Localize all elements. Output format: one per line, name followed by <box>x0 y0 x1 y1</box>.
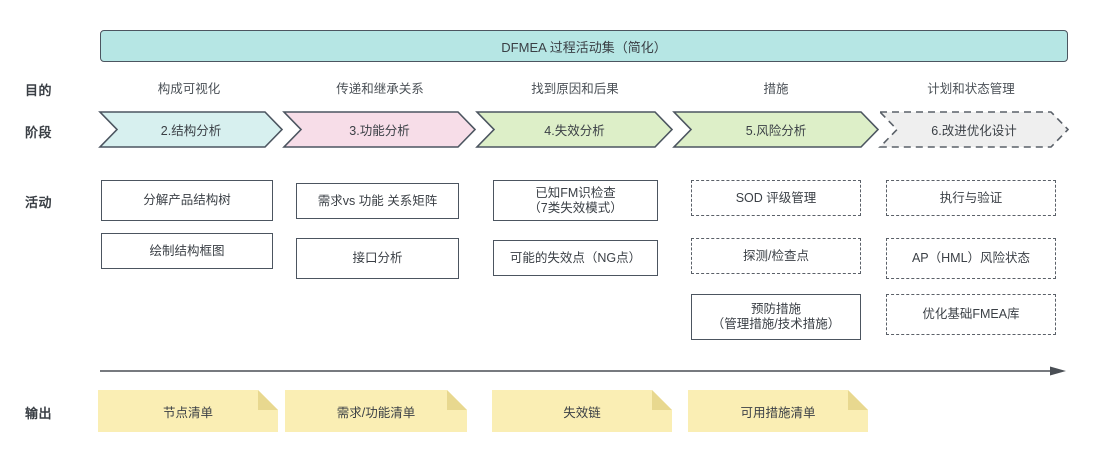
purpose-label-1: 构成可视化 <box>157 82 221 96</box>
activity-box-4-1[interactable]: SOD 评级管理 <box>691 180 861 216</box>
activity-box-label: 可能的失效点（NG点） <box>509 250 642 265</box>
output-note-fold-corner <box>447 390 467 410</box>
activity-box-1-2[interactable]: 绘制结构框图 <box>101 233 273 269</box>
output-note-label: 需求/功能清单 <box>336 405 416 420</box>
activity-box-label: 需求vs 功能 关系矩阵 <box>317 193 438 208</box>
stage-chevron-5[interactable]: 6.改进优化设计 <box>878 111 1070 148</box>
activity-box-3-2[interactable]: 可能的失效点（NG点） <box>493 240 658 276</box>
stage-chevron-shape-3: 4.失效分析 <box>475 111 674 148</box>
activity-box-1-1[interactable]: 分解产品结构树 <box>101 180 273 221</box>
stage-chevron-4[interactable]: 5.风险分析 <box>672 111 880 148</box>
purpose-label-3: 找到原因和后果 <box>531 82 619 96</box>
output-note-label: 节点清单 <box>162 405 213 420</box>
stage-chevron-2[interactable]: 3.功能分析 <box>282 111 477 148</box>
diagram-title-banner: DFMEA 过程活动集（简化） <box>100 30 1068 62</box>
stage-label-2: 3.功能分析 <box>349 124 410 138</box>
stage-chevron-shape-4: 5.风险分析 <box>672 111 880 148</box>
output-note-label: 失效链 <box>563 405 601 420</box>
output-note-fold-corner <box>652 390 672 410</box>
activity-box-label: 接口分析 <box>352 251 403 265</box>
activity-box-label: SOD 评级管理 <box>735 190 817 205</box>
stage-label-4: 5.风险分析 <box>745 124 807 138</box>
output-note-body <box>492 390 672 432</box>
purpose-label-2: 传递和继承关系 <box>336 82 424 96</box>
timeline-arrow <box>100 365 1068 379</box>
activity-box-label: 绘制结构框图 <box>149 243 225 258</box>
activity-box-5-1[interactable]: 执行与验证 <box>886 180 1056 216</box>
activity-box-3-1[interactable]: 已知FM识检查（7类失效模式） <box>493 180 658 221</box>
activity-box-2-2[interactable]: 接口分析 <box>296 238 459 279</box>
output-note-fold-corner <box>848 390 868 410</box>
activity-box-2-1[interactable]: 需求vs 功能 关系矩阵 <box>296 183 459 219</box>
row-label-output: 输出 <box>25 406 53 421</box>
output-note-label: 可用措施清单 <box>740 405 816 420</box>
output-note-body <box>688 390 868 432</box>
activity-box-label: 探测/检查点 <box>743 248 809 263</box>
stage-chevron-shape-1: 2.结构分析 <box>98 111 284 148</box>
stage-chevron-shape-5: 6.改进优化设计 <box>878 111 1070 148</box>
stage-label-3: 4.失效分析 <box>544 124 605 138</box>
activity-box-5-3[interactable]: 优化基础FMEA库 <box>886 294 1056 335</box>
purpose-label-5: 计划和状态管理 <box>927 82 1015 96</box>
output-note-body <box>98 390 278 432</box>
stage-label-5: 6.改进优化设计 <box>931 124 1017 138</box>
activity-box-4-3[interactable]: 预防措施（管理措施/技术措施） <box>691 294 861 340</box>
activity-box-label: 分解产品结构树 <box>143 193 231 207</box>
row-label-activity: 活动 <box>25 195 53 210</box>
activity-box-label: 预防措施（管理措施/技术措施） <box>711 302 841 331</box>
output-note-4[interactable]: 可用措施清单 <box>688 390 868 432</box>
output-note-body <box>285 390 467 432</box>
activity-box-label: 优化基础FMEA库 <box>922 307 1020 321</box>
activity-box-label: 已知FM识检查（7类失效模式） <box>528 185 623 215</box>
stage-chevron-3[interactable]: 4.失效分析 <box>475 111 674 148</box>
row-label-purpose: 目的 <box>25 83 53 98</box>
activity-box-label: AP（HML）风险状态 <box>911 251 1031 265</box>
purpose-label-4: 措施 <box>763 82 789 96</box>
stage-chevron-1[interactable]: 2.结构分析 <box>98 111 284 148</box>
activity-box-label: 执行与验证 <box>939 190 1003 205</box>
output-note-fold-corner <box>258 390 278 410</box>
row-label-stage: 阶段 <box>25 125 53 140</box>
stage-chevron-shape-2: 3.功能分析 <box>282 111 477 148</box>
activity-box-5-2[interactable]: AP（HML）风险状态 <box>886 238 1056 279</box>
output-note-1[interactable]: 节点清单 <box>98 390 278 432</box>
output-note-2[interactable]: 需求/功能清单 <box>285 390 467 432</box>
stage-label-1: 2.结构分析 <box>160 124 222 138</box>
diagram-title-text: DFMEA 过程活动集（简化） <box>501 39 667 55</box>
activity-box-4-2[interactable]: 探测/检查点 <box>691 238 861 274</box>
output-note-3[interactable]: 失效链 <box>492 390 672 432</box>
